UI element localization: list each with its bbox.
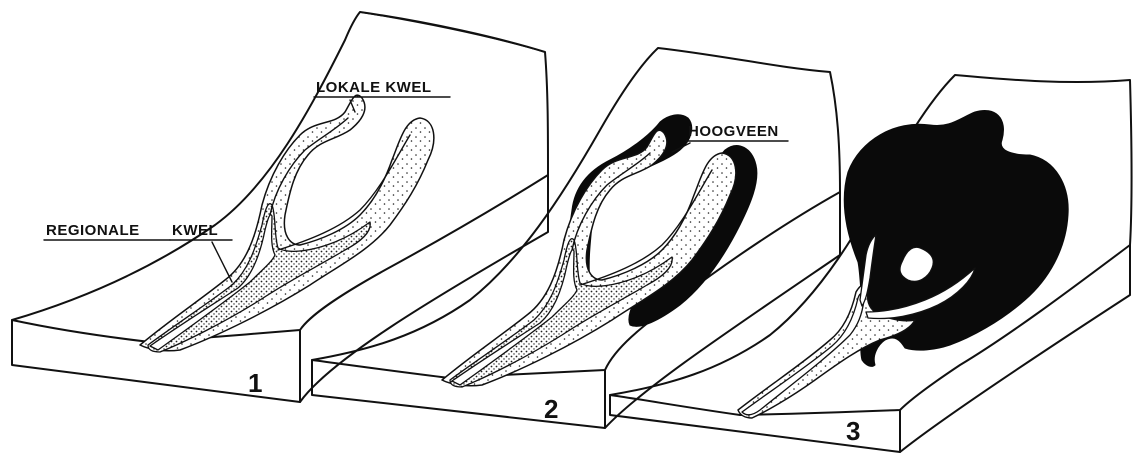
panel-1-slope-edge [360,12,545,52]
label-hoogveen: HOOGVEEN [688,123,779,140]
label-kwel-leader [212,242,232,282]
label-lokale-kwel: LOKALE KWEL [316,79,432,96]
label-kwel: KWEL [172,222,218,239]
panel-1-number: 1 [248,368,262,398]
panel-1: LOKALE KWEL REGIONALE KWEL 1 [12,12,548,402]
label-regionale: REGIONALE [46,222,140,239]
panel-2: HOOGVEEN 2 [312,48,840,428]
panel-2-number: 2 [544,394,558,424]
panel-3-number: 3 [846,416,860,446]
